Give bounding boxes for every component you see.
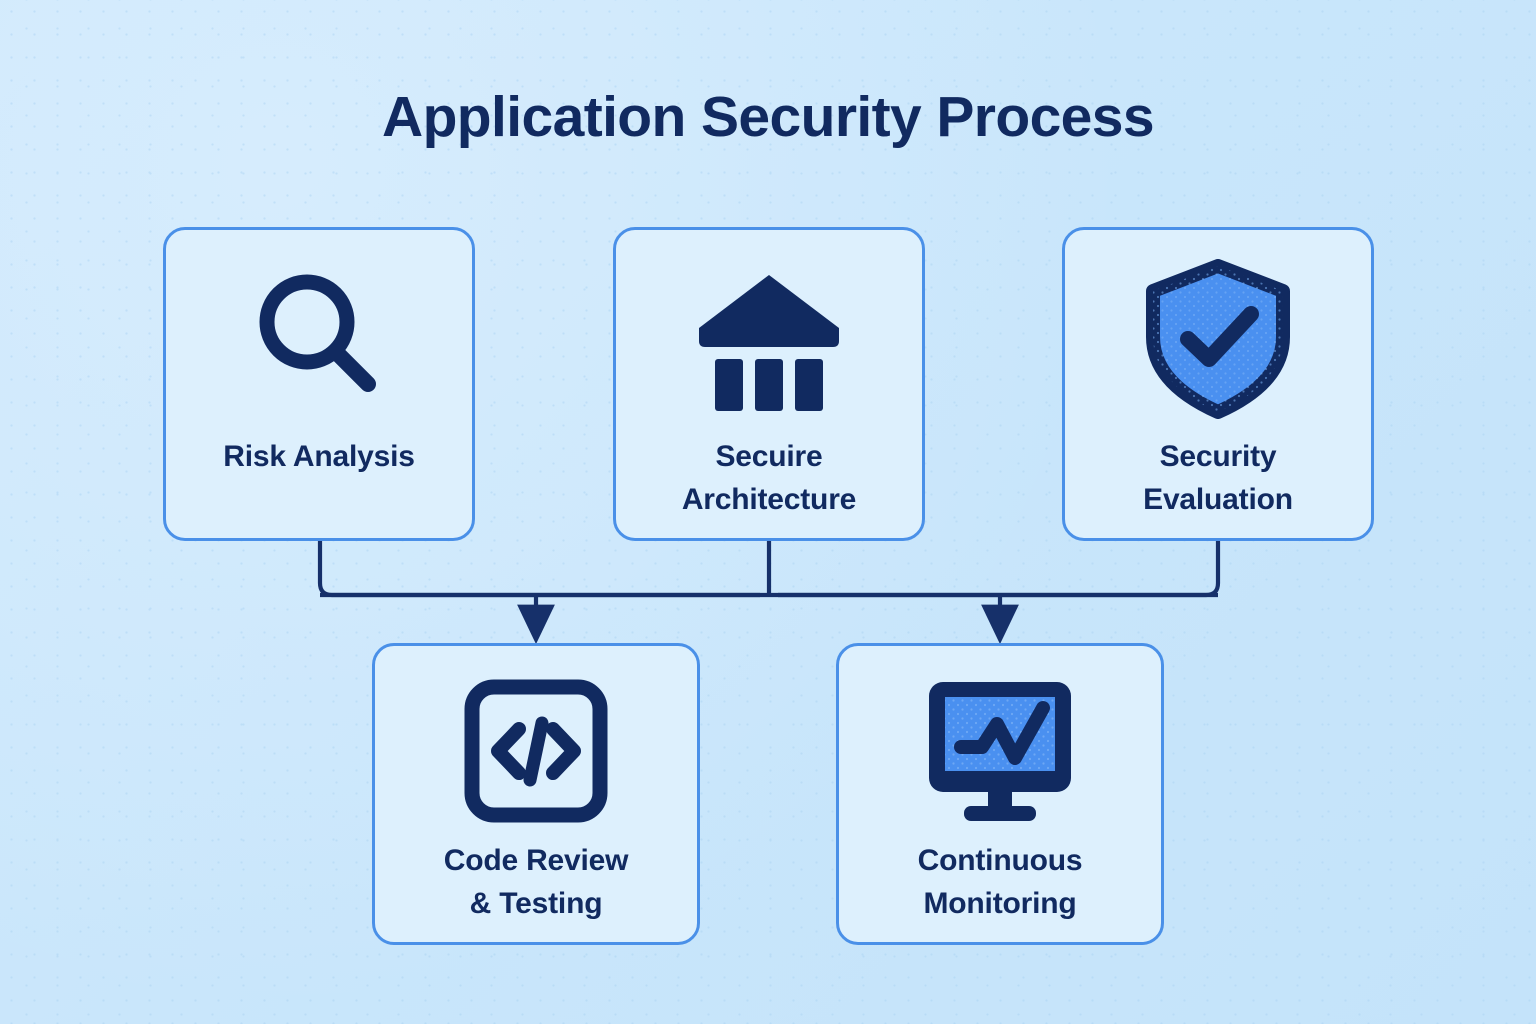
stage-label-code-review: Code Review & Testing [444,840,629,925]
connector-risk-to-bus [317,541,760,598]
stage-label-line-2: & Testing [469,886,603,920]
stage-card-risk-analysis[interactable]: Risk Analysis [163,227,475,541]
stage-label-line-1: Secuire [715,440,823,473]
stage-label-line-2: Evaluation [1143,482,1293,516]
magnifier-icon [239,244,399,434]
stage-label-risk-analysis: Risk Analysis [223,440,415,473]
stage-label-line-2: Architecture [681,482,857,516]
page-title: Application Security Process [382,85,1155,149]
stage-card-secure-architecture[interactable]: Secuire Architecture [613,227,925,541]
stage-label-line-2: Monitoring [923,886,1077,920]
stage-label-line-1: Continuous [917,844,1083,877]
stage-label-line-1: Security [1159,440,1277,473]
monitor-chart-icon [920,662,1080,840]
stage-card-continuous-monitoring[interactable]: Continuous Monitoring [836,643,1164,945]
stage-label-security-evaluation: Security Evaluation [1143,436,1293,521]
code-brackets-icon [461,662,611,840]
stage-card-security-evaluation[interactable]: Security Evaluation [1062,227,1374,541]
connector-evaluation-to-bus [778,541,1221,598]
bank-icon [689,244,849,434]
shield-check-icon [1138,244,1298,434]
stage-card-code-review[interactable]: Code Review & Testing [372,643,700,945]
stage-label-line-1: Code Review [443,844,629,877]
stage-label-continuous-monitoring: Continuous Monitoring [918,840,1083,925]
stage-label-secure-architecture: Secuire Architecture [681,436,857,521]
